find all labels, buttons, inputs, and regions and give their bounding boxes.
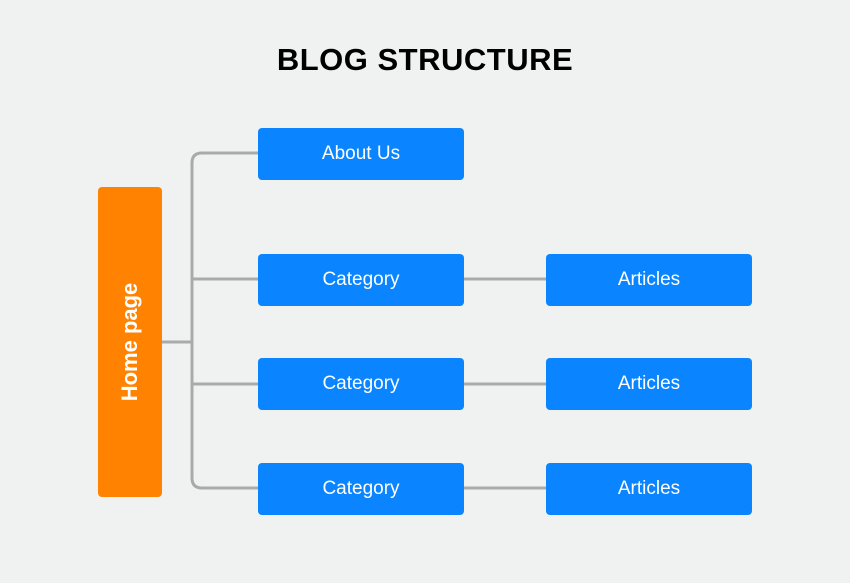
category-node-1[interactable]: Category [258, 254, 464, 306]
articles-node-3[interactable]: Articles [546, 463, 752, 515]
articles-node-1[interactable]: Articles [546, 254, 752, 306]
about-us-node[interactable]: About Us [258, 128, 464, 180]
articles-node-2[interactable]: Articles [546, 358, 752, 410]
diagram-title: BLOG STRUCTURE [276, 42, 574, 77]
home-page-node[interactable]: Home page [98, 187, 162, 497]
trunk-line [162, 151, 258, 490]
category-node-3[interactable]: Category [258, 463, 464, 515]
home-page-label: Home page [117, 282, 142, 402]
category-node-2[interactable]: Category [258, 358, 464, 410]
